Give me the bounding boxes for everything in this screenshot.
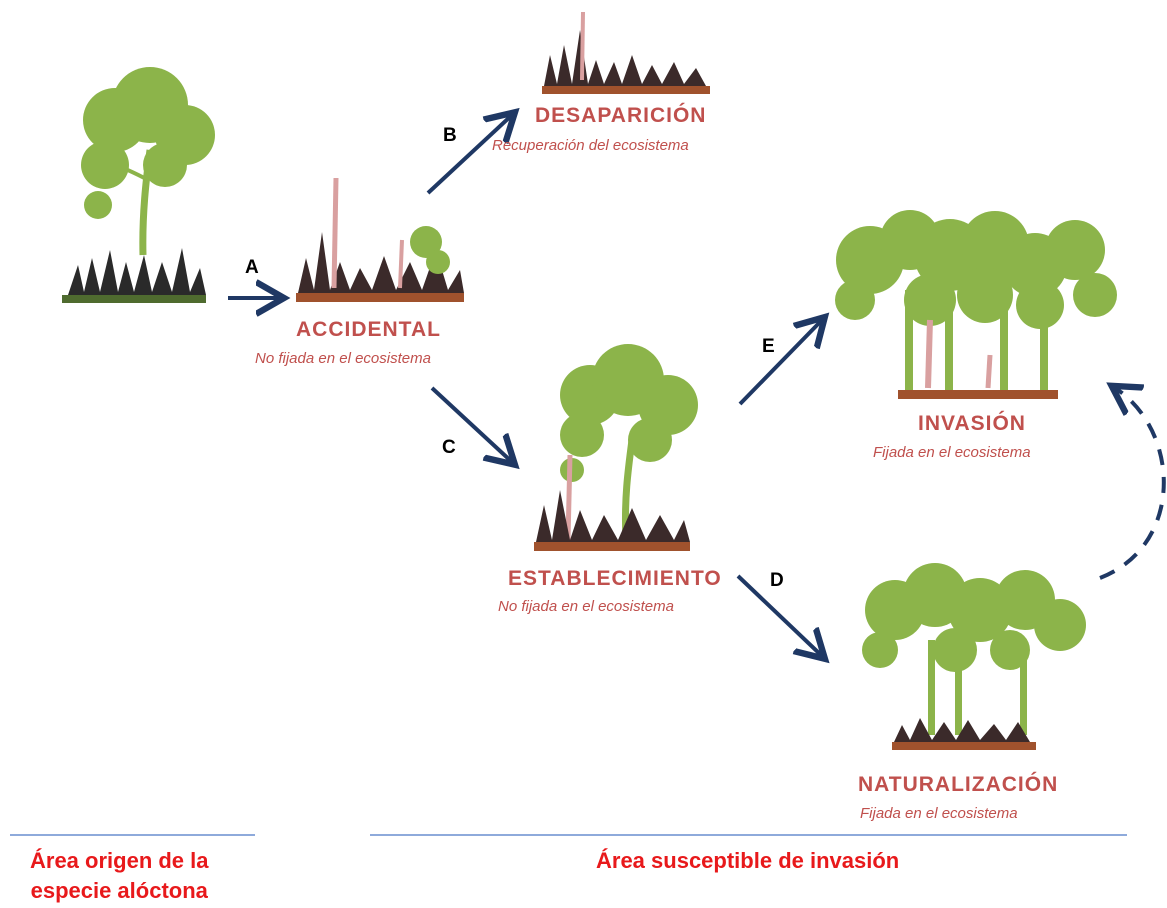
- accidental-subtitle: No fijada en el ecosistema: [255, 350, 431, 367]
- origin-area-label: Área origen de la especie alóctona: [30, 846, 209, 906]
- arrow-d-label: D: [770, 570, 784, 591]
- invasion-subtitle: Fijada en el ecosistema: [873, 444, 1031, 461]
- establecimiento-scene-illustration: [534, 344, 698, 551]
- accidental-title: ACCIDENTAL: [296, 318, 441, 341]
- accidental-scene-illustration: [296, 177, 464, 302]
- arrow-a-label: A: [245, 257, 259, 278]
- origin-area-label-line2: especie alóctona: [30, 878, 208, 903]
- arrow-b: [426, 115, 512, 195]
- origin-area-label-line1: Área origen de la: [30, 848, 209, 873]
- origin-scene-illustration: [62, 67, 215, 303]
- desaparicion-title: DESAPARICIÓN: [535, 104, 707, 127]
- naturalizacion-scene-illustration: [862, 563, 1086, 750]
- invasion-title: INVASIÓN: [918, 412, 1026, 435]
- establecimiento-subtitle: No fijada en el ecosistema: [498, 598, 674, 615]
- desaparicion-subtitle: Recuperación del ecosistema: [492, 137, 689, 154]
- desaparicion-scene-illustration: [542, 11, 710, 94]
- invasion-scene-illustration: [835, 210, 1117, 399]
- establecimiento-title: ESTABLECIMIENTO: [508, 567, 722, 590]
- arrow-e: [738, 320, 822, 406]
- susceptible-area-label: Área susceptible de invasión: [596, 848, 900, 873]
- arrow-c: [430, 386, 512, 462]
- arrow-c-label: C: [442, 437, 456, 458]
- arrow-b-label: B: [443, 125, 457, 146]
- naturalizacion-title: NATURALIZACIÓN: [858, 773, 1059, 796]
- naturalizacion-subtitle: Fijada en el ecosistema: [860, 805, 1018, 822]
- dashed-arrow-naturalizacion-to-invasion: [1099, 388, 1166, 580]
- arrow-e-label: E: [762, 336, 775, 357]
- arrow-d: [736, 574, 822, 656]
